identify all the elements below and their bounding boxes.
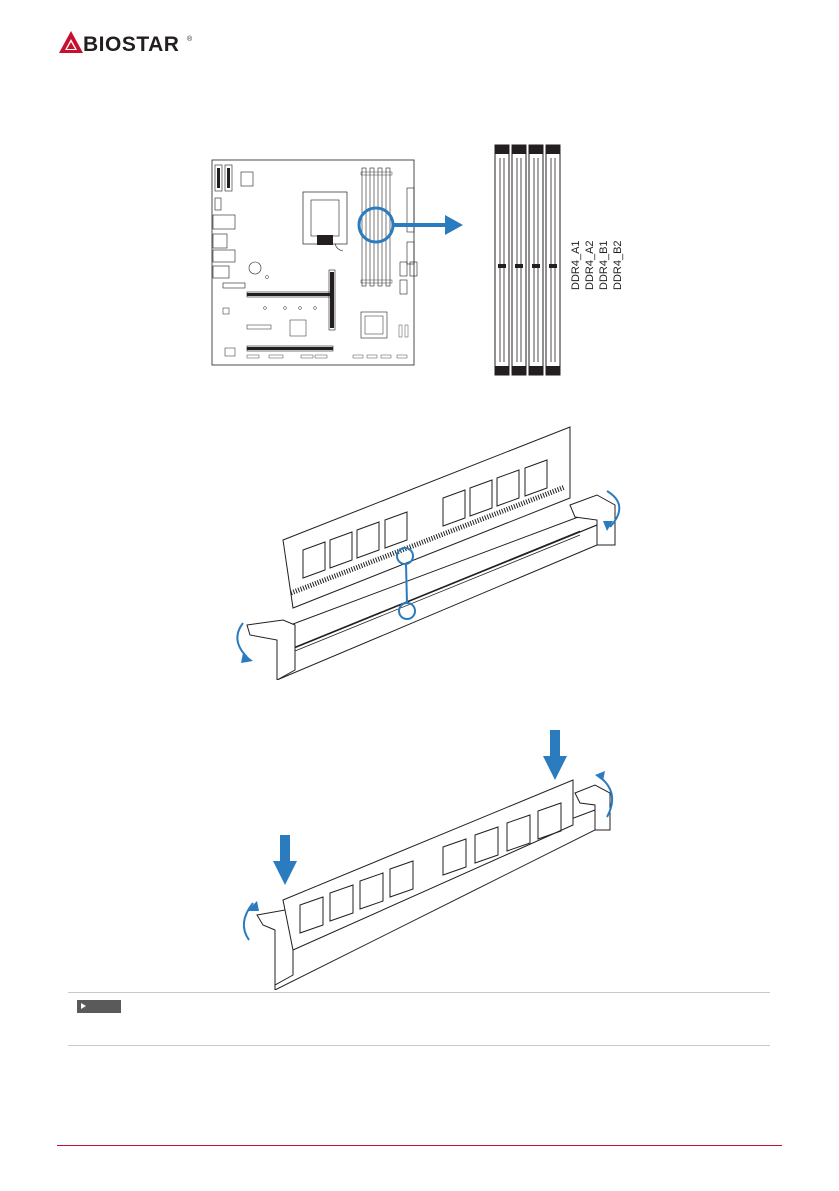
footer-divider (57, 1145, 782, 1146)
note-box (68, 992, 770, 1046)
slot-label-a1: DDR4_A1 (570, 240, 582, 290)
memory-module-insertion-figure (235, 725, 625, 990)
note-tag (77, 1000, 121, 1013)
brand-registered-mark: ® (187, 36, 192, 43)
biostar-triangle-logo-icon (58, 30, 84, 54)
slot-label-b1: DDR4_B1 (598, 240, 610, 290)
memory-module-alignment-figure (225, 425, 635, 680)
slot-label-b2: DDR4_B2 (612, 240, 624, 290)
brand-name: BIOSTAR (83, 33, 179, 57)
motherboard-layout-figure (205, 150, 475, 370)
slot-label-a2: DDR4_A2 (584, 240, 596, 290)
note-arrow-icon (81, 1003, 86, 1009)
